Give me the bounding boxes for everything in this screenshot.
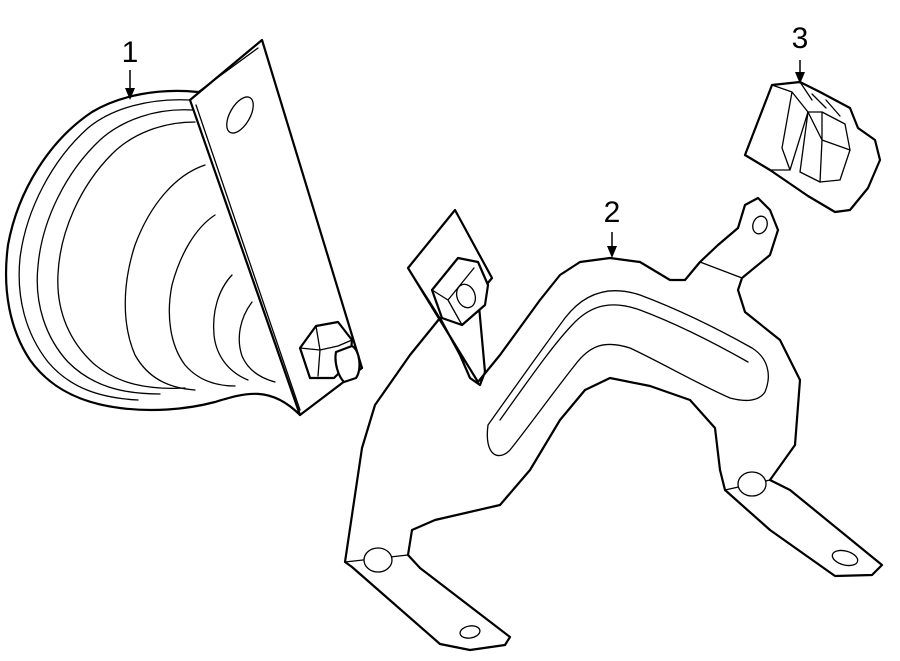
bracket-left-foot-hole bbox=[459, 625, 481, 639]
horn-ring-2 bbox=[36, 109, 193, 395]
bracket-body bbox=[343, 196, 884, 652]
bracket-cage-nut-hole bbox=[455, 283, 477, 309]
bracket-rib-outer bbox=[486, 289, 769, 457]
horn-mount-slot bbox=[226, 96, 254, 134]
horn-ring-1 bbox=[18, 99, 191, 401]
horn-mount-plate-inner bbox=[195, 104, 301, 411]
horn-ring-3 bbox=[57, 121, 196, 390]
callout-label-1: 1 bbox=[121, 36, 139, 69]
connector-part[interactable] bbox=[743, 80, 882, 214]
horn-mount-plate-edge bbox=[197, 47, 259, 93]
bracket-cage-nut-side bbox=[431, 267, 475, 326]
horn-cone-4 bbox=[238, 301, 276, 383]
horn-mount-plate bbox=[188, 38, 364, 417]
callout-arrow-1 bbox=[125, 70, 135, 100]
bracket-hanger-bend bbox=[699, 261, 743, 279]
horn-part[interactable] bbox=[4, 38, 364, 417]
bracket-right-foot-hole bbox=[831, 549, 859, 567]
bracket-hanger-hole bbox=[752, 215, 768, 235]
horn-terminal-nut-face bbox=[299, 325, 353, 377]
callout-arrow-2 bbox=[607, 232, 617, 258]
connector-hex bbox=[799, 111, 851, 183]
bracket-left-weld bbox=[363, 547, 393, 573]
callout-label-2: 2 bbox=[603, 196, 621, 229]
horn-cone-3 bbox=[212, 274, 249, 381]
horn-cone-2 bbox=[168, 214, 236, 387]
bracket-part[interactable] bbox=[343, 196, 884, 652]
connector-hex-face bbox=[807, 111, 851, 183]
connector-body bbox=[743, 80, 882, 214]
bracket-tab-top-edge bbox=[407, 267, 441, 319]
callout-arrow-3 bbox=[795, 60, 805, 84]
connector-ribs bbox=[799, 81, 841, 117]
horn-cone-1 bbox=[124, 164, 206, 391]
bracket-rib-inner bbox=[499, 304, 749, 421]
callout-label-3: 3 bbox=[791, 22, 809, 55]
horn-terminal-stud bbox=[334, 344, 361, 384]
bracket-right-weld bbox=[737, 471, 767, 497]
